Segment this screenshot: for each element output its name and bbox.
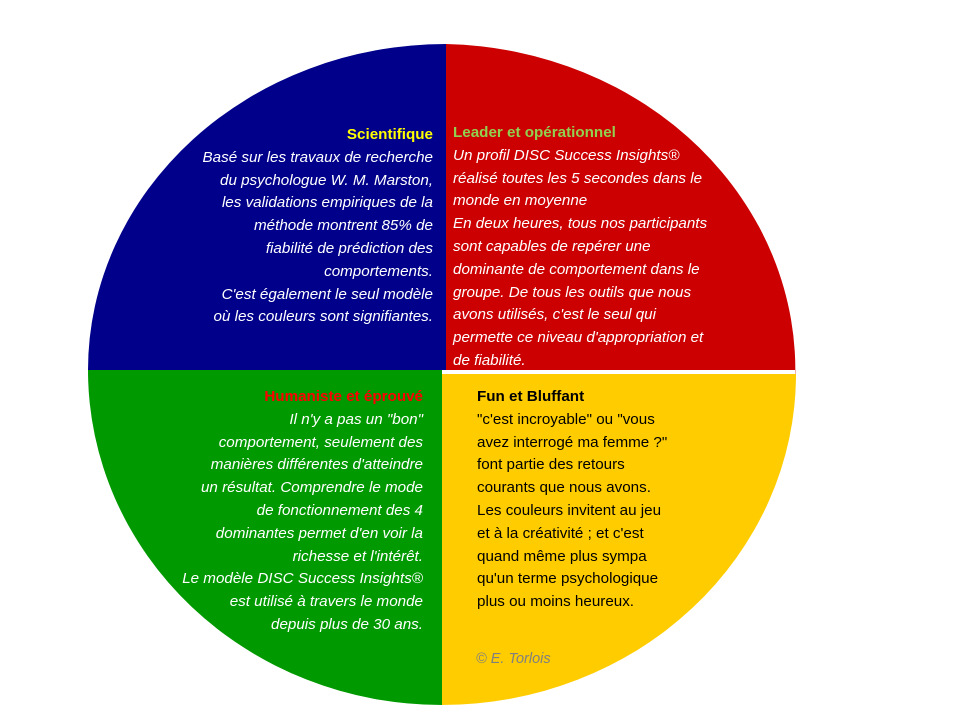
quadrant-line: font partie des retours (477, 456, 625, 474)
quadrant-humaniste-text: Humaniste et éprouvé Il n'y a pas un "bo… (150, 386, 423, 637)
quadrant-line: est utilisé à travers le monde (229, 593, 423, 611)
quadrant-leader (446, 44, 796, 384)
quadrant-line: depuis plus de 30 ans. (271, 615, 423, 633)
quadrant-title: Humaniste et éprouvé (264, 388, 423, 405)
quadrant-line: avez interrogé ma femme ?" (477, 433, 668, 451)
quadrant-line: quand même plus sympa (477, 547, 647, 565)
quadrant-line: qu'un terme psychologique (477, 570, 659, 588)
quadrant-line: les validations empiriques de la (221, 194, 433, 212)
quadrant-line: comportement, seulement des (218, 433, 423, 451)
quadrant-line: avons utilisés, c'est le seul qui (453, 306, 656, 324)
quadrant-title: Scientifique (346, 126, 433, 143)
quadrant-line: où les couleurs sont signifiantes. (213, 308, 434, 326)
quadrant-line: dominantes permet d'en voir la (215, 524, 423, 542)
quadrant-line: de fiabilité. (453, 351, 526, 369)
quadrant-scientifique-text: Scientifique Basé sur les travaux de rec… (160, 124, 433, 329)
quadrant-line: sont capables de repérer une (453, 237, 651, 255)
quadrant-line: du psychologue W. M. Marston, (220, 171, 433, 189)
quadrant-line: Un profil DISC Success Insights® (453, 146, 680, 164)
quadrant-line: manières différentes d'atteindre (210, 456, 423, 474)
quadrant-line: C'est également le seul modèle (221, 285, 433, 303)
quadrant-line: réalisé toutes les 5 secondes dans le (453, 169, 703, 187)
quadrant-humaniste (88, 370, 442, 705)
quadrant-line: richesse et l'intérêt. (292, 547, 423, 565)
quadrant-scientifique (88, 44, 446, 370)
quadrant-line: Les couleurs invitent au jeu (477, 501, 662, 519)
quadrant-line: courants que nous avons. (477, 479, 651, 497)
quadrant-line: de fonctionnement des 4 (256, 501, 423, 519)
quadrant-line: méthode montrent 85% de (254, 217, 433, 235)
quadrant-line: Il n'y a pas un "bon" (289, 410, 423, 428)
quadrant-line: un résultat. Comprendre le mode (200, 479, 423, 497)
quadrant-line: Le modèle DISC Success Insights® (182, 570, 423, 588)
quadrant-leader-text: Leader et opérationnel Un profil DISC Su… (453, 122, 773, 373)
quadrant-line: comportements. (324, 262, 433, 280)
quadrant-line: plus ou moins heureux. (477, 593, 635, 611)
quadrant-line: fiabilité de prédiction des (265, 239, 433, 257)
quadrant-line: Basé sur les travaux de recherche (202, 148, 433, 166)
quadrant-title: Leader et opérationnel (453, 124, 616, 141)
quadrant-line: permette ce niveau d'appropriation et (453, 329, 704, 347)
quadrant-title: Fun et Bluffant (477, 388, 585, 405)
quadrant-line: et à la créativité ; et c'est (477, 524, 644, 542)
quadrant-line: groupe. De tous les outils que nous (453, 283, 692, 301)
quadrant-fun-text: Fun et Bluffant "c'est incroyable" ou "v… (477, 386, 777, 614)
quadrant-line: monde en moyenne (453, 192, 588, 210)
quadrant-line: En deux heures, tous nos participants (453, 215, 708, 233)
quadrant-line: "c'est incroyable" ou "vous (477, 410, 655, 428)
copyright-notice: © E. Torlois (476, 651, 551, 667)
quadrant-line: dominante de comportement dans le (453, 260, 700, 278)
quadrant-fun (442, 374, 796, 705)
